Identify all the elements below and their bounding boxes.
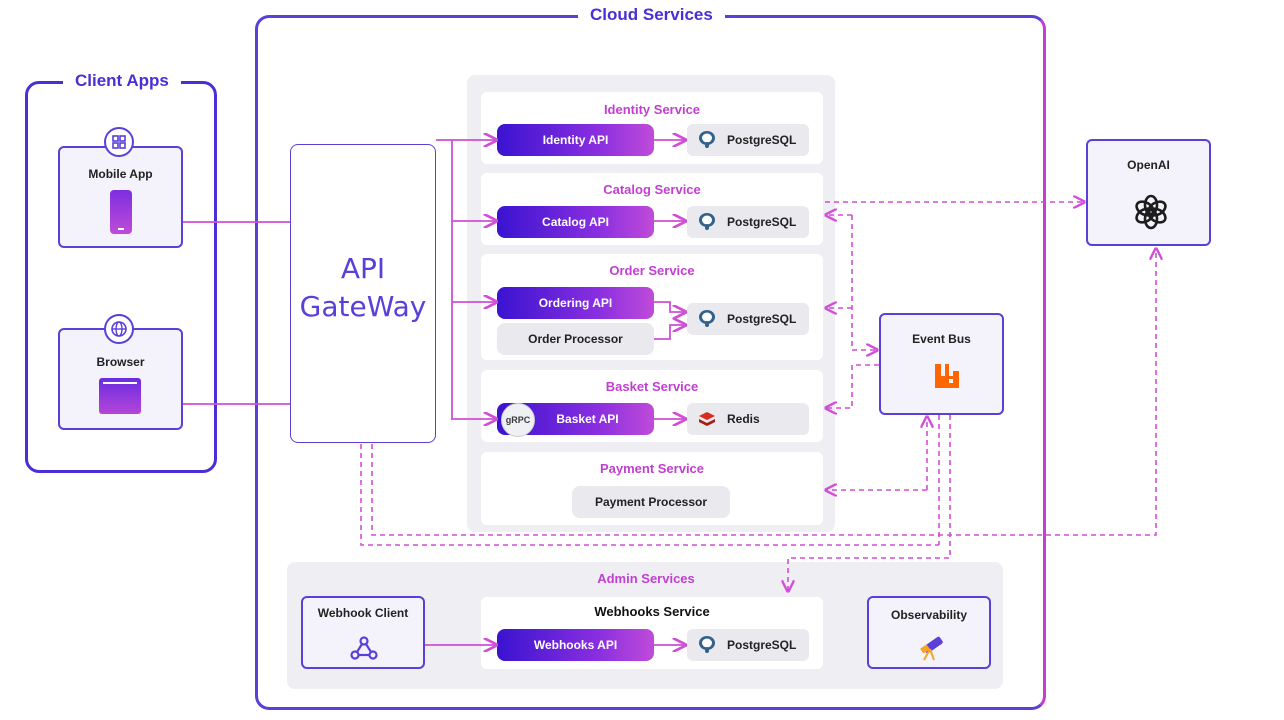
webhooks-service-title: Webhooks Service (594, 604, 710, 619)
webhooks-db-label: PostgreSQL (727, 638, 797, 652)
payment-processor-button[interactable]: Payment Processor (572, 486, 730, 518)
mobile-app-label: Mobile App (88, 167, 153, 181)
order-service-title: Order Service (609, 263, 695, 278)
globe-icon (104, 314, 134, 344)
ordering-api-button[interactable]: Ordering API (497, 287, 654, 319)
telescope-icon (920, 636, 943, 661)
basket-db-label: Redis (727, 412, 760, 426)
webhook-client-label: Webhook Client (317, 606, 409, 620)
postgresql-icon (699, 213, 715, 230)
identity-db[interactable]: PostgreSQL (687, 124, 809, 156)
order-db[interactable]: PostgreSQL (687, 303, 809, 335)
rabbitmq-icon (935, 364, 959, 388)
redis-icon (699, 412, 715, 426)
order-db-label: PostgreSQL (727, 312, 797, 326)
webhook-icon (350, 636, 378, 660)
identity-service: Identity Service Identity API PostgreSQL (481, 92, 823, 164)
order-service: Order Service Ordering API Order Process… (481, 254, 823, 360)
event-bus-label: Event Bus (912, 332, 971, 346)
identity-api-button[interactable]: Identity API (497, 124, 654, 156)
identity-service-title: Identity Service (603, 102, 701, 117)
identity-db-label: PostgreSQL (727, 133, 797, 147)
mobile-app-node[interactable]: Mobile App (58, 146, 183, 248)
catalog-db[interactable]: PostgreSQL (687, 206, 809, 238)
webhooks-service: Webhooks Service Webhooks API PostgreSQL (481, 597, 823, 669)
catalog-service: Catalog Service Catalog API PostgreSQL (481, 173, 823, 245)
openai-label: OpenAI (1127, 158, 1170, 172)
payment-service: Payment Service Payment Processor (481, 452, 823, 525)
webhook-client-node[interactable]: Webhook Client (301, 596, 425, 669)
admin-services-title: Admin Services (597, 571, 695, 586)
order-processor-button[interactable]: Order Processor (497, 323, 654, 355)
browser-label: Browser (96, 355, 145, 369)
phone-icon (110, 190, 132, 234)
webhooks-api-button[interactable]: Webhooks API (497, 629, 654, 661)
catalog-db-label: PostgreSQL (727, 215, 797, 229)
openai-node[interactable]: OpenAI (1086, 139, 1211, 246)
postgresql-icon (699, 310, 715, 327)
basket-service: Basket Service Basket API gRPC Redis (481, 370, 823, 442)
postgresql-icon (699, 636, 715, 653)
client-apps-title: Client Apps (63, 71, 181, 91)
api-gateway[interactable]: API GateWay (290, 144, 436, 443)
basket-db[interactable]: Redis (687, 403, 809, 435)
event-bus-node[interactable]: Event Bus (879, 313, 1004, 415)
cloud-services-title: Cloud Services (578, 5, 725, 25)
openai-logo-icon (1135, 194, 1167, 230)
postgresql-icon (699, 131, 715, 148)
apps-grid-icon (104, 127, 134, 157)
grpc-icon: gRPC (501, 403, 535, 437)
observability-node[interactable]: Observability (867, 596, 991, 669)
catalog-service-title: Catalog Service (603, 182, 701, 197)
webhooks-db[interactable]: PostgreSQL (687, 629, 809, 661)
api-gateway-line1: API (340, 252, 386, 285)
basket-api-label: Basket API (556, 412, 619, 426)
observability-label: Observability (890, 608, 968, 622)
api-gateway-line2: GateWay (299, 290, 427, 323)
basket-service-title: Basket Service (605, 379, 699, 394)
payment-service-title: Payment Service (599, 461, 705, 476)
browser-window-icon (99, 378, 141, 414)
catalog-api-button[interactable]: Catalog API (497, 206, 654, 238)
